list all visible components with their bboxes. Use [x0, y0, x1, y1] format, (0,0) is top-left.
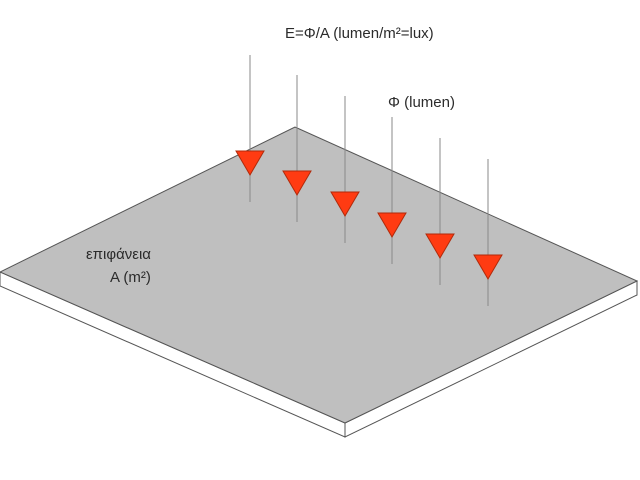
ray-arrowhead	[330, 191, 360, 217]
ray-arrowhead	[473, 254, 503, 280]
formula-label: E=Φ/A (lumen/m²=lux)	[285, 25, 434, 42]
surface-label-line2: A (m²)	[110, 269, 151, 286]
ray-arrowhead	[282, 170, 312, 196]
ray-arrowhead	[425, 233, 455, 259]
flux-label: Φ (lumen)	[388, 94, 455, 111]
light-rays	[235, 55, 503, 306]
ray-arrowhead	[235, 150, 265, 176]
ray-arrowhead	[377, 212, 407, 238]
surface-label-line1: επιφάνεια	[86, 246, 151, 263]
surface-top	[0, 126, 639, 424]
